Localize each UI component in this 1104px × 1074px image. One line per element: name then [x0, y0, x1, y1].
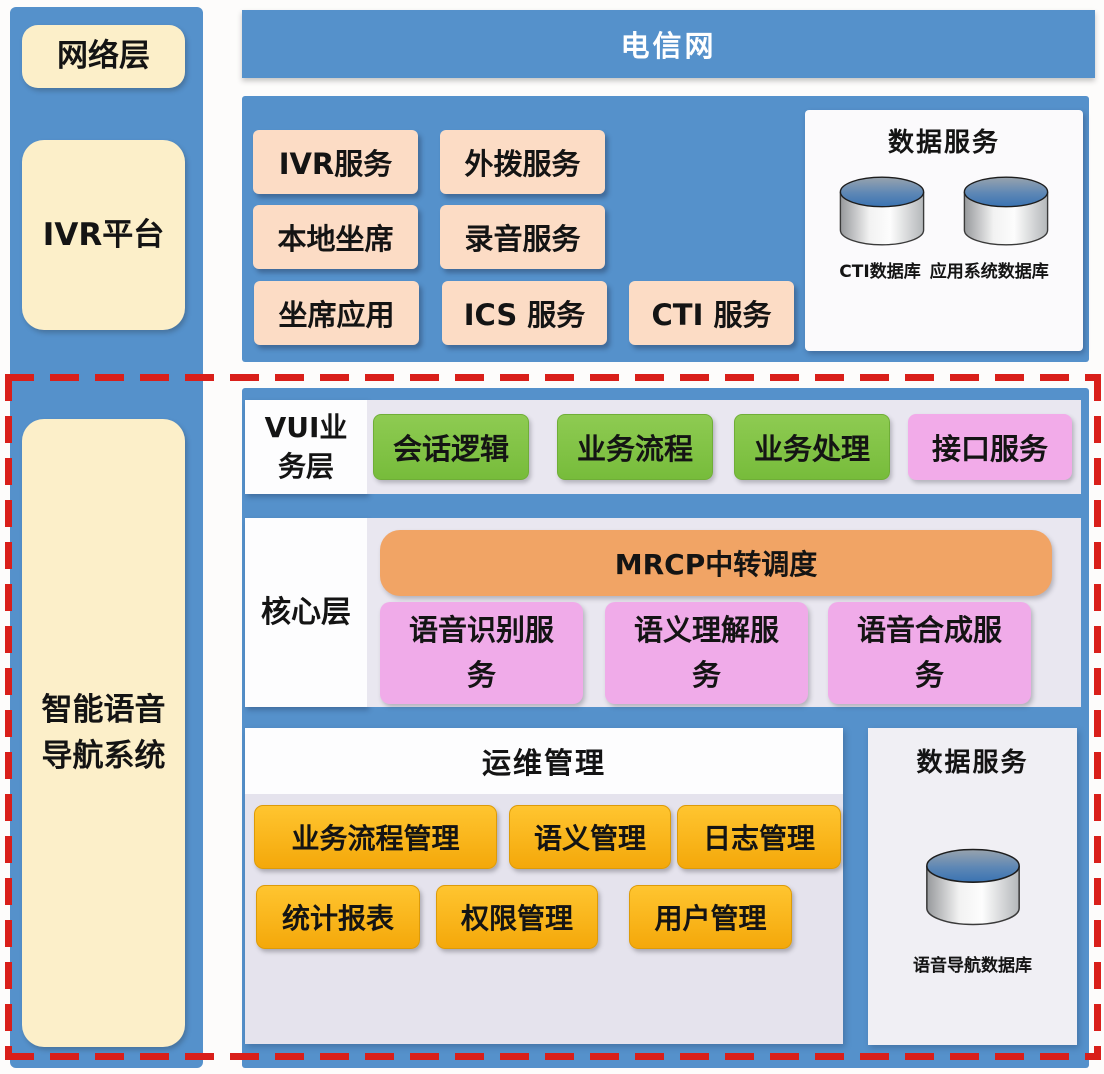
network-layer-label: 网络层: [57, 38, 150, 75]
core-layer-strip: MRCP中转调度 语音识别服务 语义理解服务 语音合成服务: [367, 518, 1081, 707]
data-service-box-bottom: 数据服务 语音导航数据库: [868, 728, 1077, 1045]
left-layer-column: 网络层 IVR平台 智能语音导航系统: [10, 7, 203, 1068]
service-box-outbound: 外拨服务: [440, 130, 605, 194]
ops-management-header: 运维管理: [245, 728, 843, 794]
database-labels: 语音导航数据库: [913, 951, 1032, 976]
vui-box-business-handle: 业务处理: [734, 414, 890, 480]
service-box-ics: ICS 服务: [442, 281, 607, 345]
cti-database-icon: [839, 176, 925, 246]
service-box-agentapp: 坐席应用: [254, 281, 419, 345]
service-box-recording: 录音服务: [440, 205, 605, 269]
ops-box-user-mgmt: 用户管理: [629, 885, 792, 949]
voice-nav-database-label: 语音导航数据库: [913, 956, 1032, 976]
app-system-database-icon: [963, 176, 1049, 246]
cti-database-label: CTI数据库: [839, 262, 921, 282]
database-labels: CTI数据库 应用系统数据库: [839, 257, 1048, 282]
vui-box-business-flow: 业务流程: [557, 414, 713, 480]
telecom-network-label: 电信网: [620, 29, 717, 63]
service-box-cti: CTI 服务: [629, 281, 794, 345]
vui-box-interface-service: 接口服务: [908, 414, 1072, 480]
ivr-platform-label: IVR平台: [42, 216, 165, 253]
app-system-database-label: 应用系统数据库: [929, 262, 1049, 282]
ops-box-report: 统计报表: [256, 885, 420, 949]
data-service-title: 数据服务: [887, 128, 1000, 158]
ops-management-panel: 运维管理 业务流程管理 语义管理 日志管理 统计报表 权限管理 用户管理: [245, 728, 843, 1044]
nav-system-label: 智能语音导航系统: [41, 691, 166, 775]
nav-system-panel: VUI业务层 会话逻辑 业务流程 业务处理 接口服务 核心层 MRCP中转调度 …: [242, 388, 1089, 1068]
core-layer-label-box: 核心层: [245, 518, 367, 707]
data-service-box-top: 数据服务 CTI数据库 应用系统数据库: [805, 110, 1083, 351]
core-box-asr-service: 语音识别服务: [380, 602, 583, 704]
ops-box-permission: 权限管理: [436, 885, 598, 949]
core-layer-label: 核心层: [261, 594, 351, 630]
ivr-platform-panel: IVR服务 外拨服务 本地坐席 录音服务 坐席应用 ICS 服务 CTI 服务 …: [242, 96, 1089, 362]
ops-box-flow-mgmt: 业务流程管理: [254, 805, 497, 869]
red-dashed-border-right: [1094, 374, 1101, 1060]
network-layer-box: 网络层: [22, 25, 185, 88]
telecom-network-bar: 电信网: [242, 10, 1095, 78]
voice-nav-database-icon: [925, 848, 1020, 926]
ops-box-log-mgmt: 日志管理: [677, 805, 841, 869]
core-box-tts-service: 语音合成服务: [828, 602, 1031, 704]
vui-box-session-logic: 会话逻辑: [373, 414, 529, 480]
vui-layer-label-box: VUI业务层: [245, 400, 367, 494]
database-icons-row: [830, 165, 1058, 257]
vui-layer-strip: 会话逻辑 业务流程 业务处理 接口服务: [367, 400, 1081, 494]
mrcp-dispatch-bar: MRCP中转调度: [380, 530, 1052, 596]
data-service-title: 数据服务: [916, 748, 1029, 778]
core-box-nlu-service: 语义理解服务: [605, 602, 808, 704]
ops-box-semantic-mgmt: 语义管理: [509, 805, 671, 869]
vui-layer-label: VUI业务层: [264, 410, 348, 483]
nav-system-box: 智能语音导航系统: [22, 419, 185, 1047]
ivr-platform-box: IVR平台: [22, 140, 185, 330]
service-box-localagent: 本地坐席: [253, 205, 418, 269]
service-box-ivr: IVR服务: [253, 130, 418, 194]
